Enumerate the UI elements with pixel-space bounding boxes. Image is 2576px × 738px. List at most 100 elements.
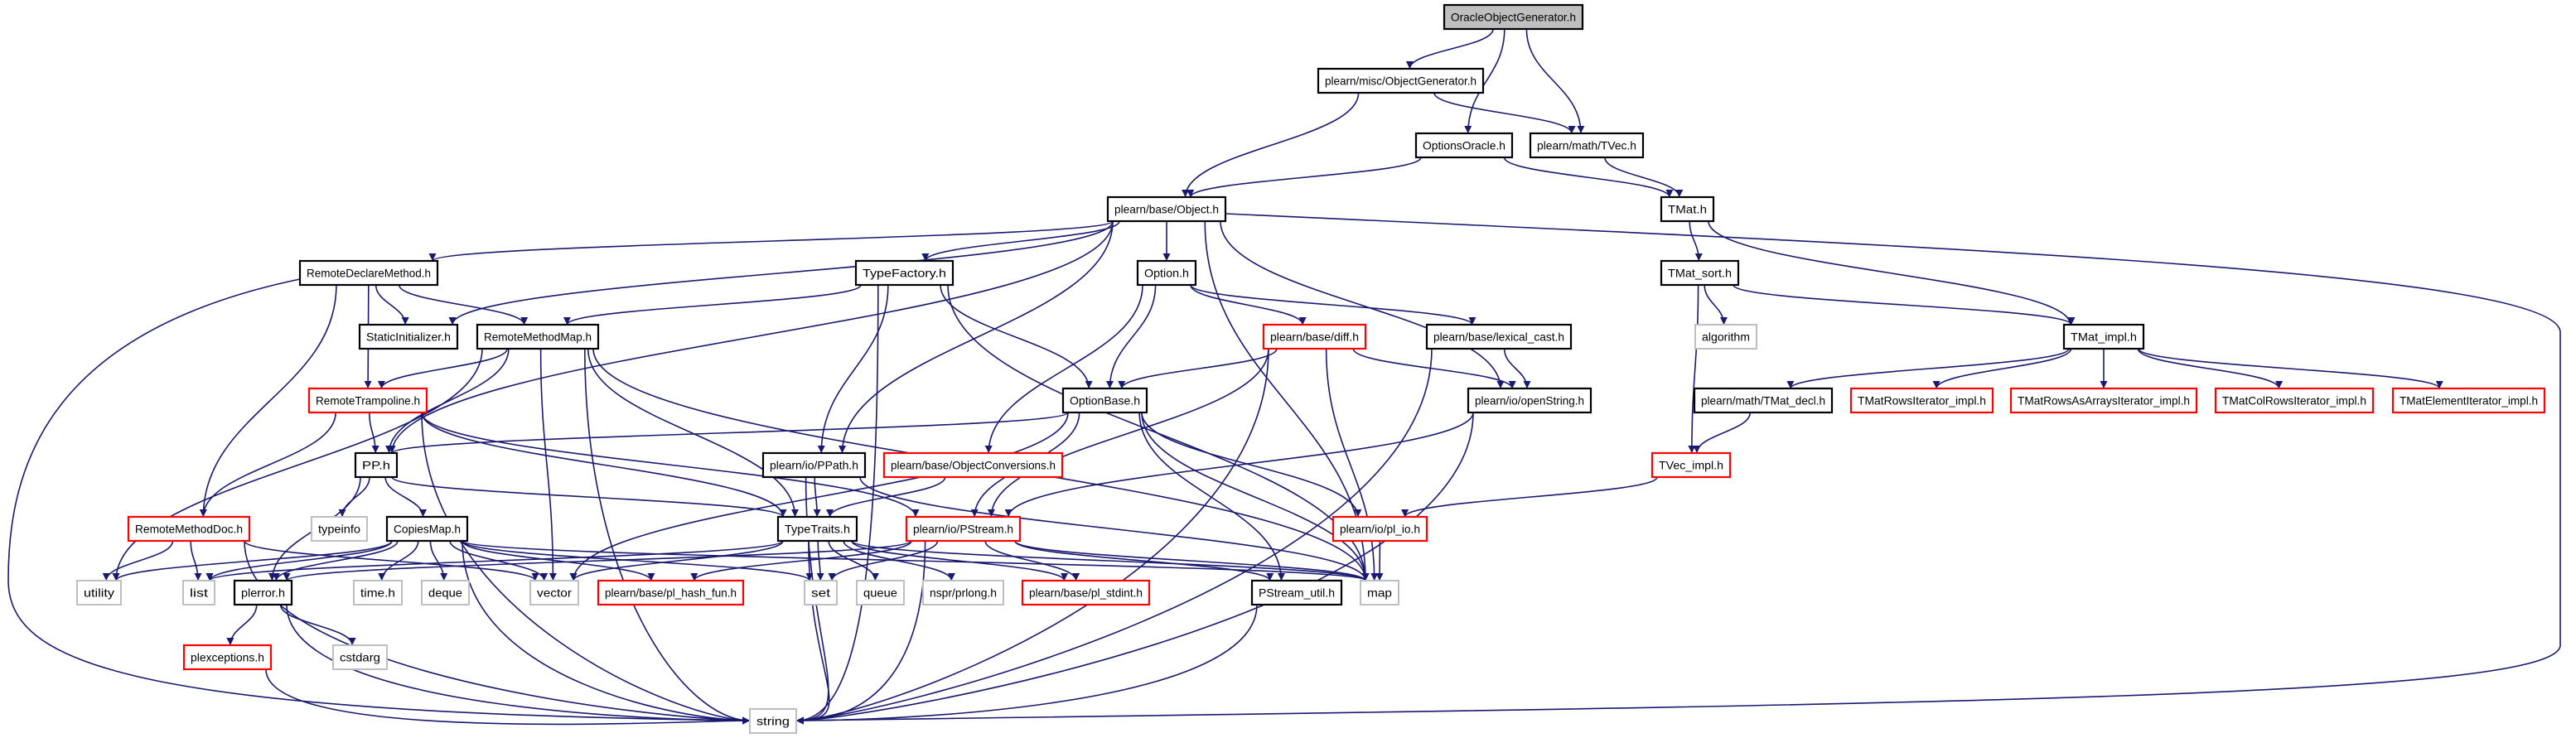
node-box bbox=[2214, 387, 2375, 414]
node-box bbox=[1317, 67, 1485, 94]
node-tmatdecl[interactable]: plearn/math/TMat_decl.h bbox=[1693, 387, 1834, 414]
edge-diff-to-optionbase bbox=[1118, 348, 1278, 389]
node-tvecimpl[interactable]: TVec_impl.h bbox=[1650, 451, 1732, 479]
node-label: plearn/math/TMat_decl.h bbox=[1701, 394, 1825, 408]
node-plstdint[interactable]: plearn/base/pl_stdint.h bbox=[1021, 579, 1151, 606]
node-label: TVec_impl.h bbox=[1659, 459, 1723, 472]
node-queue: queue bbox=[856, 580, 905, 605]
node-label: RemoteDeclareMethod.h bbox=[307, 267, 431, 280]
edge-pstream-to-plerror bbox=[283, 540, 912, 581]
node-plio[interactable]: plearn/io/pl_io.h bbox=[1331, 515, 1428, 543]
node-label: TMat_sort.h bbox=[1668, 267, 1732, 280]
node-box bbox=[804, 580, 838, 605]
node-plerror[interactable]: plerror.h bbox=[233, 579, 293, 606]
node-string: string bbox=[749, 708, 797, 734]
node-box bbox=[182, 580, 215, 605]
edge-object-to-openstring bbox=[1220, 220, 1505, 389]
node-rdm[interactable]: RemoteDeclareMethod.h bbox=[298, 259, 439, 287]
node-utility: utility bbox=[76, 580, 122, 605]
node-oracle[interactable]: OracleObjectGenerator.h bbox=[1443, 3, 1584, 31]
node-box bbox=[1262, 323, 1367, 350]
node-objconv[interactable]: plearn/base/ObjectConversions.h bbox=[882, 451, 1064, 479]
node-prlong: nspr/prlong.h bbox=[922, 580, 1004, 605]
edge-rtramp-to-pstream bbox=[421, 412, 920, 518]
node-rtramp[interactable]: RemoteTrampoline.h bbox=[307, 387, 428, 414]
node-cstdarg: cstdarg bbox=[332, 644, 388, 670]
node-plexceptions[interactable]: plexceptions.h bbox=[182, 644, 273, 671]
edge-rtramp-to-typetraits bbox=[421, 412, 787, 518]
node-box bbox=[385, 515, 469, 543]
node-label: TMatColRowsIterator_impl.h bbox=[2222, 394, 2366, 408]
node-objgen[interactable]: plearn/misc/ObjectGenerator.h bbox=[1317, 67, 1485, 94]
edge-object-to-rdm bbox=[428, 220, 1114, 262]
node-label: map bbox=[1367, 586, 1392, 600]
node-openstring[interactable]: plearn/io/openString.h bbox=[1467, 387, 1592, 414]
edge-pstream-to-plstdint bbox=[984, 540, 1080, 581]
node-typetraits[interactable]: TypeTraits.h bbox=[776, 515, 858, 543]
edge-pstream-to-pstreamutil bbox=[1014, 540, 1274, 581]
node-box bbox=[298, 259, 439, 287]
node-rmm[interactable]: RemoteMethodMap.h bbox=[476, 323, 600, 350]
node-typefactory[interactable]: TypeFactory.h bbox=[854, 259, 955, 287]
node-label: StaticInitializer.h bbox=[366, 330, 451, 344]
edge-rmm-to-rtramp bbox=[377, 348, 508, 389]
edge-tmatimpl-to-tmrowsit bbox=[1932, 348, 2072, 389]
node-copiesmap[interactable]: CopiesMap.h bbox=[385, 515, 469, 543]
node-pstreamutil[interactable]: PStream_util.h bbox=[1250, 579, 1343, 606]
node-box bbox=[854, 259, 955, 287]
node-box bbox=[922, 580, 1004, 605]
node-box bbox=[311, 516, 368, 542]
edge-typetraits-to-queue bbox=[828, 540, 879, 581]
node-box bbox=[2062, 323, 2145, 350]
node-ppath[interactable]: plearn/io/PPath.h bbox=[761, 451, 867, 479]
node-plhash[interactable]: plearn/base/pl_hash_fun.h bbox=[597, 579, 745, 606]
edge-rmm-to-typetraits bbox=[587, 348, 799, 518]
node-optionsoracle[interactable]: OptionsOracle.h bbox=[1414, 132, 1514, 159]
node-typeinfo: typeinfo bbox=[311, 516, 368, 542]
edge-objgen-to-object bbox=[1182, 92, 1360, 198]
node-label: queue bbox=[863, 586, 897, 600]
node-tmelem[interactable]: TMatElementIterator_impl.h bbox=[2391, 387, 2546, 414]
edge-plerror-to-string bbox=[286, 604, 751, 725]
node-box bbox=[1331, 515, 1428, 543]
node-label: cstdarg bbox=[340, 651, 380, 664]
node-tmatimpl[interactable]: TMat_impl.h bbox=[2062, 323, 2145, 350]
node-tmat[interactable]: TMat.h bbox=[1660, 195, 1715, 223]
node-tmcolrows[interactable]: TMatColRowsIterator_impl.h bbox=[2214, 387, 2375, 414]
node-diff[interactable]: plearn/base/diff.h bbox=[1262, 323, 1367, 350]
node-object[interactable]: plearn/base/Object.h bbox=[1106, 195, 1227, 223]
edge-rmdoc-to-vector bbox=[244, 540, 539, 581]
node-box bbox=[233, 579, 293, 606]
node-label: Option.h bbox=[1144, 267, 1189, 280]
node-tmrowsarr[interactable]: TMatRowsAsArraysIterator_impl.h bbox=[2009, 387, 2198, 414]
edge-rdm-to-rmdoc bbox=[199, 284, 337, 518]
node-optionbase[interactable]: OptionBase.h bbox=[1061, 387, 1148, 414]
node-label: plearn/misc/ObjectGenerator.h bbox=[1325, 75, 1476, 88]
node-staticinit[interactable]: StaticInitializer.h bbox=[358, 323, 459, 350]
node-label: TMatRowsIterator_impl.h bbox=[1858, 394, 1986, 408]
node-box bbox=[1693, 387, 1834, 414]
node-tvec[interactable]: plearn/math/TVec.h bbox=[1529, 132, 1645, 159]
edge-copiesmap-to-map bbox=[462, 540, 1370, 581]
node-algorithm: algorithm bbox=[1694, 324, 1757, 350]
edge-lexcast-to-openstring bbox=[1503, 348, 1531, 389]
edge-ppath-to-typetraits bbox=[813, 476, 821, 518]
node-box bbox=[76, 580, 122, 605]
edge-tvecimpl-to-plio bbox=[1401, 476, 1658, 518]
node-pp[interactable]: PP.h bbox=[354, 451, 399, 479]
node-rmdoc[interactable]: RemoteMethodDoc.h bbox=[127, 515, 251, 543]
edge-typefactory-to-string bbox=[795, 284, 879, 725]
edge-pstreamutil-to-string bbox=[795, 604, 1258, 725]
edge-pstream-to-string bbox=[795, 540, 926, 725]
node-box bbox=[1443, 3, 1584, 31]
node-label: plearn/base/pl_hash_fun.h bbox=[605, 586, 737, 600]
node-tmrowsit[interactable]: TMatRowsIterator_impl.h bbox=[1849, 387, 1994, 414]
node-lexcast[interactable]: plearn/base/lexical_cast.h bbox=[1425, 323, 1573, 350]
node-pstream[interactable]: plearn/io/PStream.h bbox=[905, 515, 1022, 543]
node-option[interactable]: Option.h bbox=[1136, 259, 1197, 287]
edge-tmatsort-to-algorithm bbox=[1704, 284, 1728, 326]
edge-option-to-diff bbox=[1190, 284, 1307, 326]
edge-rtramp-to-pp bbox=[369, 412, 379, 454]
node-tmatsort[interactable]: TMat_sort.h bbox=[1660, 259, 1740, 287]
node-box bbox=[1694, 324, 1757, 350]
